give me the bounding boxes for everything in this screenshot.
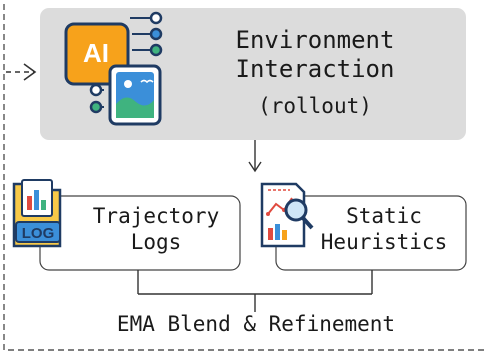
blend-label: EMA Blend & Refinement [116, 312, 396, 336]
report-magnifier-icon [260, 182, 314, 248]
ai-icon-label: AI [83, 38, 109, 68]
static-heuristics-line1: Static [346, 204, 422, 228]
incoming-arrow [6, 63, 37, 81]
ai-image-icon: AI [64, 11, 163, 126]
environment-subtitle: (rollout) [258, 94, 372, 118]
static-heuristics-line2: Heuristics [320, 230, 448, 255]
environment-title-line1: Environment [235, 26, 395, 54]
outer-dashed-frame [3, 4, 486, 351]
trajectory-logs-label: Trajectory Logs [80, 203, 232, 256]
static-heuristics-label: Static Heuristics [320, 203, 448, 256]
rollout-arrow [248, 140, 262, 173]
log-icon-label: LOG [22, 225, 55, 242]
log-folder-icon: LOG [12, 179, 62, 248]
trajectory-logs-line1: Trajectory [92, 204, 220, 228]
trajectory-logs-line2: Logs [130, 230, 182, 255]
environment-title-line2: Interaction [235, 54, 395, 83]
blend-connector [137, 270, 373, 312]
environment-title: Environment Interaction [204, 26, 426, 84]
